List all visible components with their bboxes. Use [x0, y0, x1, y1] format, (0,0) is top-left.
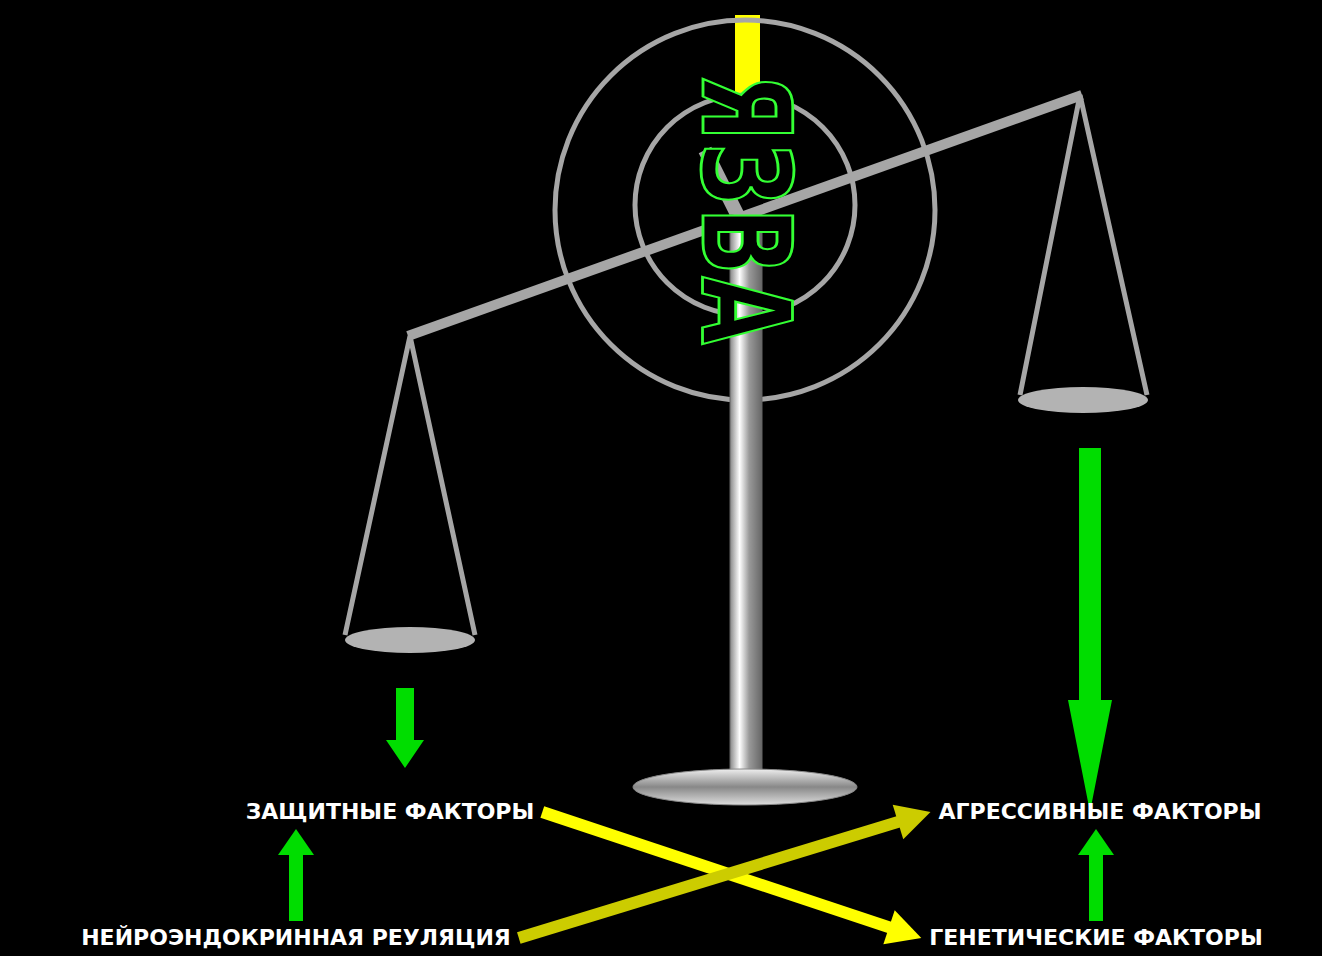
factor-node: ГЕНЕТИЧЕСКИЕ ФАКТОРЫ — [929, 925, 1262, 951]
arrow-shaft — [1089, 853, 1103, 921]
arrow-head — [893, 805, 931, 839]
base — [633, 769, 857, 805]
left-strings — [345, 336, 475, 635]
factor-node: АГРЕССИВНЫЕ ФАКТОРЫ — [938, 799, 1261, 825]
influence-arrow — [1078, 829, 1114, 921]
arrow-shaft — [289, 853, 303, 921]
arrow-head — [1078, 829, 1114, 855]
right-pan — [1018, 387, 1148, 413]
factor-node: ЗАЩИТНЫЕ ФАКТОРЫ — [246, 799, 535, 825]
factor-node: НЕЙРОЭНДОКРИННАЯ РЕУЛЯЦИЯ — [81, 925, 511, 951]
factor-label: НЕЙРОЭНДОКРИННАЯ РЕУЛЯЦИЯ — [81, 925, 511, 951]
factor-label: ЗАЩИТНЫЕ ФАКТОРЫ — [246, 799, 535, 825]
outer-ring — [555, 20, 935, 400]
influence-arrow — [519, 805, 931, 938]
influence-arrow — [278, 829, 314, 921]
left-pan — [345, 627, 475, 653]
factor-label: АГРЕССИВНЫЕ ФАКТОРЫ — [938, 799, 1261, 825]
wordart-label: ЯЗВА — [683, 73, 806, 346]
arrow-head — [883, 910, 921, 944]
arrow-head — [278, 829, 314, 855]
right-pan-arrow — [1068, 448, 1112, 812]
arrow-shaft — [519, 821, 900, 938]
left-pan-arrow — [386, 688, 424, 768]
factor-label: ГЕНЕТИЧЕСКИЕ ФАКТОРЫ — [929, 925, 1262, 951]
right-strings — [1020, 95, 1147, 395]
